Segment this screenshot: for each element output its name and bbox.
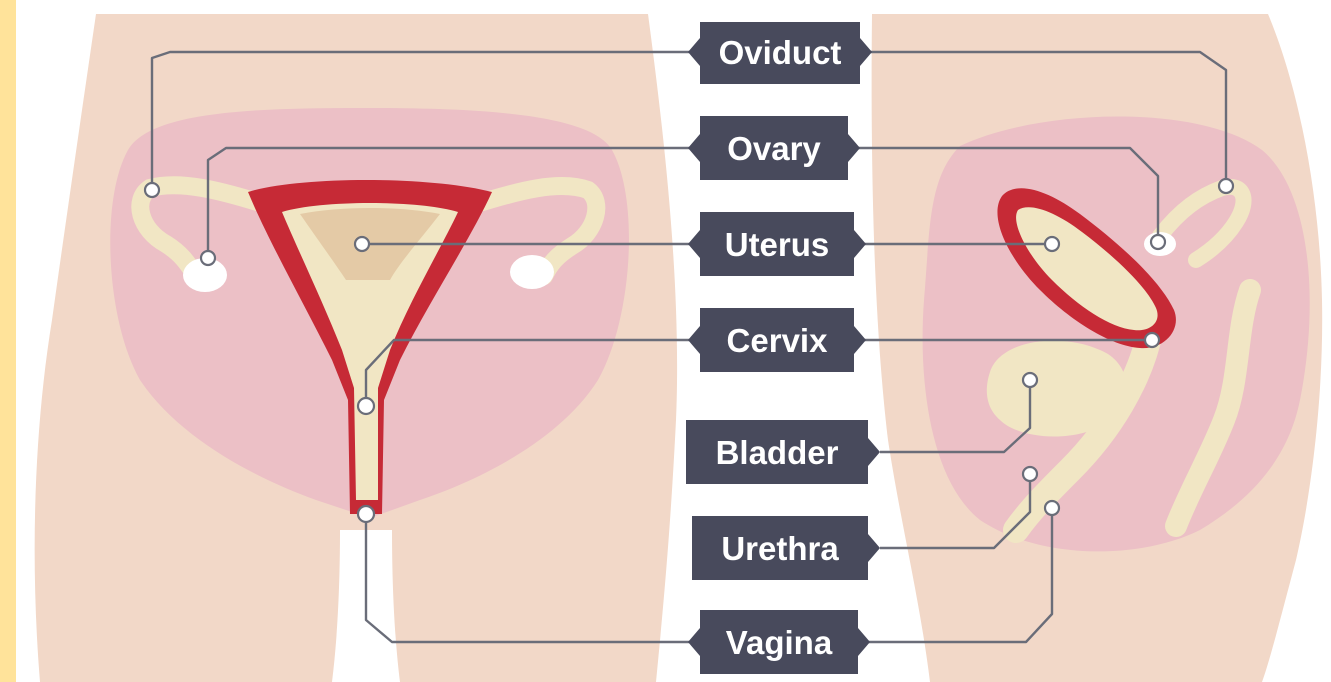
label-oviduct-text: Oviduct: [719, 34, 842, 71]
pointer-dot: [1045, 237, 1059, 251]
pointer-dot: [358, 506, 374, 522]
pointer-dot: [1045, 501, 1059, 515]
label-cervix-text: Cervix: [727, 322, 829, 359]
label-urethra: Urethra: [692, 516, 880, 580]
side-view: [872, 14, 1323, 682]
pointer-dot: [355, 237, 369, 251]
pointer-dot: [1145, 333, 1159, 347]
front-view: [35, 14, 677, 682]
pointer-dot: [1151, 235, 1165, 249]
pointer-dot: [201, 251, 215, 265]
label-oviduct: Oviduct: [688, 22, 872, 84]
label-bladder-text: Bladder: [716, 434, 839, 471]
pointer-dot: [358, 398, 374, 414]
label-ovary: Ovary: [688, 116, 860, 180]
pointer-dot: [1023, 373, 1037, 387]
frame-accent-strip: [0, 0, 16, 682]
label-urethra-text: Urethra: [721, 530, 839, 567]
pointer-dot: [145, 183, 159, 197]
pointer-dot: [1023, 467, 1037, 481]
front-ovary-right: [510, 255, 554, 289]
label-vagina: Vagina: [688, 610, 870, 674]
label-ovary-text: Ovary: [727, 130, 821, 167]
label-uterus: Uterus: [688, 212, 866, 276]
label-bladder: Bladder: [686, 420, 880, 484]
label-cervix: Cervix: [688, 308, 866, 372]
label-uterus-text: Uterus: [725, 226, 830, 263]
label-vagina-text: Vagina: [726, 624, 833, 661]
pointer-dot: [1219, 179, 1233, 193]
